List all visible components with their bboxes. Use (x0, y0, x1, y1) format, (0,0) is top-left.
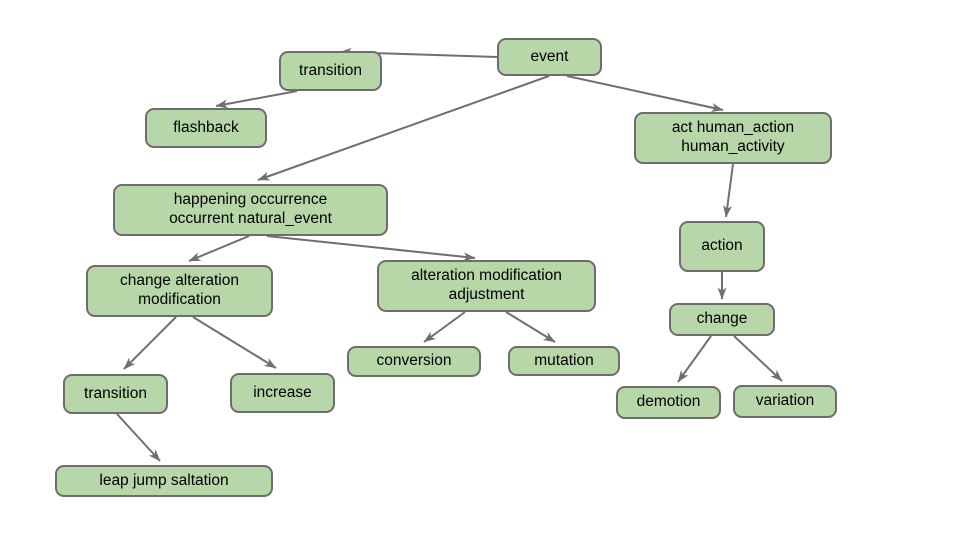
node-increase[interactable]: increase (230, 373, 335, 413)
edge-event-to-act (566, 75, 724, 112)
node-variation[interactable]: variation (733, 385, 837, 418)
node-alteration-adjustment[interactable]: alteration modification adjustment (377, 260, 596, 312)
node-change[interactable]: change (669, 303, 775, 336)
node-transition-bottom[interactable]: transition (63, 374, 168, 414)
node-flashback[interactable]: flashback (145, 108, 267, 148)
edge-change-to-demotion (677, 335, 712, 383)
edge-transition-bottom-to-leap-jump-saltation (116, 413, 161, 462)
edge-change-to-variation (733, 335, 783, 382)
edge-happening-to-change-alteration (188, 235, 250, 262)
node-mutation[interactable]: mutation (508, 346, 620, 376)
edge-change-alteration-to-transition-bottom (123, 316, 177, 370)
edge-alteration-adjustment-to-mutation (505, 311, 556, 343)
node-event[interactable]: event (497, 38, 602, 76)
node-act[interactable]: act human_action human_activity (634, 112, 832, 164)
node-action[interactable]: action (679, 221, 765, 272)
node-change-alteration[interactable]: change alteration modification (86, 265, 273, 317)
edge-happening-to-alteration-adjustment (266, 235, 476, 262)
node-happening[interactable]: happening occurrence occurrent natural_e… (113, 184, 388, 236)
edge-change-alteration-to-increase (192, 316, 277, 369)
node-conversion[interactable]: conversion (347, 346, 481, 377)
edge-transition-top-to-flashback (215, 90, 298, 109)
node-leap-jump-saltation[interactable]: leap jump saltation (55, 465, 273, 497)
edge-act-to-action (723, 163, 734, 218)
node-demotion[interactable]: demotion (616, 386, 721, 419)
edge-event-to-happening (257, 75, 550, 181)
node-transition-top[interactable]: transition (279, 51, 382, 91)
edge-alteration-adjustment-to-conversion (423, 311, 466, 343)
